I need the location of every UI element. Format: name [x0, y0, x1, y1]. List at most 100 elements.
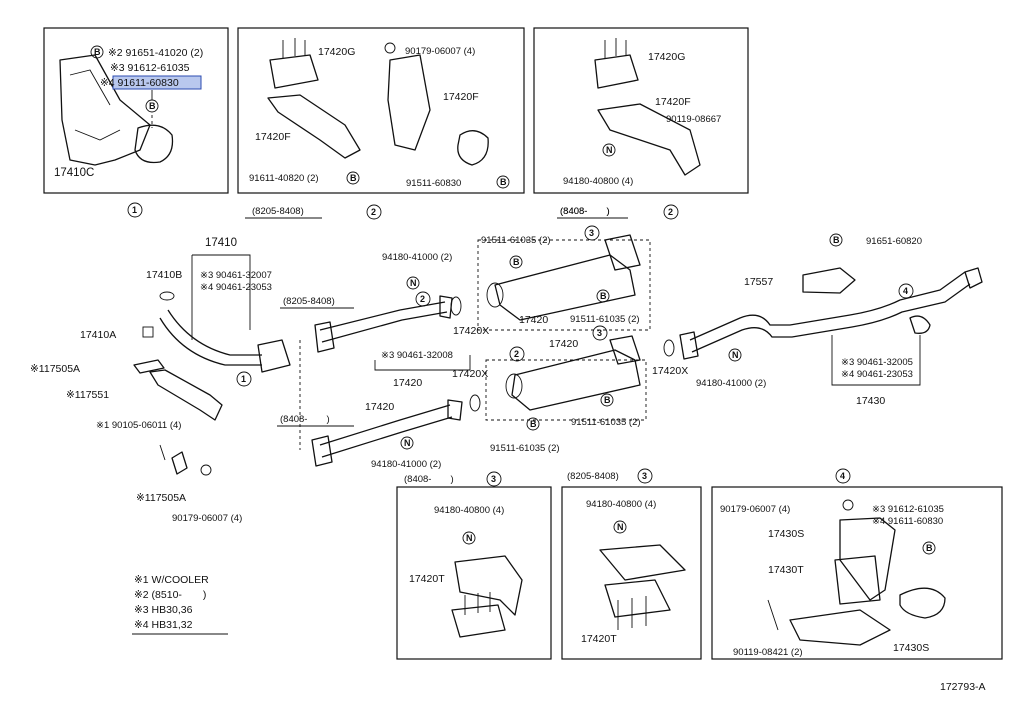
label-17410c: 17410C [54, 167, 94, 179]
label-90461-32005: ※3 90461-32005 [841, 357, 913, 368]
label-17430t: 17430T [768, 564, 804, 576]
label-91611-60830-b4: ※4 91611-60830 [872, 516, 943, 527]
label-17410: 17410 [205, 237, 237, 249]
label-90461-32007: ※3 90461-32007 [200, 270, 272, 281]
label-17420-left: 17420 [393, 377, 422, 389]
nut-marker-b3b: N [613, 520, 627, 534]
label-90119-08421: 90119-08421 (2) [733, 647, 803, 658]
label-17420x-right: 17420X [652, 365, 688, 377]
svg-text:4: 4 [903, 286, 908, 296]
label-91511-61035-mid: 91511-61035 (2) [570, 314, 640, 325]
label-8408-top: (8408- ) [560, 206, 610, 217]
svg-text:1: 1 [241, 374, 246, 384]
svg-text:3: 3 [597, 328, 602, 338]
legend-item-1: ※1 W/COOLER [134, 574, 209, 586]
bolt-marker-b4: B [922, 541, 936, 555]
label-17420-low: 17420 [365, 401, 394, 413]
nut-marker-main-right: N [728, 348, 742, 362]
mount-17420t-b3a-drawing [451, 555, 523, 638]
highlight-91611-60830[interactable] [112, 75, 202, 90]
label-17420x-top: 17420X [453, 325, 489, 337]
bolt-marker-main-2: B [596, 289, 610, 303]
label-17420f-left: 17420F [255, 131, 291, 143]
muffler-lower-drawing [485, 335, 675, 421]
label-91612-61035: ※3 91612-61035 [110, 62, 190, 74]
label-94180-41000-low: 94180-41000 (2) [371, 459, 441, 470]
svg-text:B: B [530, 419, 537, 429]
label-17420-top: 17420 [519, 314, 548, 326]
caption-box2: (8205-8408) [252, 206, 304, 217]
bolt-marker-b3: B [346, 171, 360, 185]
nut-marker-main-low: N [400, 436, 414, 450]
label-91651-60820: 91651-60820 [866, 236, 922, 247]
bracket-17410c-drawing [59, 54, 174, 166]
svg-text:1: 1 [132, 205, 137, 215]
label-91511-61035-top: 91511-61035 (2) [481, 235, 551, 246]
bolt-marker-main-4: B [526, 417, 540, 431]
legend-item-4: ※4 HB31,32 [134, 619, 193, 631]
label-91611-40820: 91611-40820 (2) [249, 173, 319, 184]
label-17420t-b3b: 17420T [581, 633, 617, 645]
label-91611-60830[interactable]: ※4 91611-60830 [100, 77, 179, 89]
nut-marker-box3: N [602, 143, 616, 157]
callout-3-b3b: 3 [637, 468, 653, 484]
hanger-17420f-drawing [384, 42, 489, 166]
muffler-upper-drawing [477, 234, 651, 331]
tail-pipe-drawing [679, 267, 983, 360]
svg-text:4: 4 [840, 471, 845, 481]
drawing-number: 172793-A [940, 681, 986, 693]
svg-text:B: B [600, 291, 607, 301]
caption-box3: (8408- ) [560, 206, 610, 217]
label-17420f-box3: 17420F [655, 96, 691, 108]
callout-2-main-mid: 2 [509, 346, 525, 362]
svg-text:N: N [617, 522, 624, 532]
svg-text:N: N [404, 438, 411, 448]
label-17410a: 17410A [80, 329, 116, 341]
label-17410b: 17410B [146, 269, 182, 281]
callout-3-b3a: 3 [486, 471, 502, 487]
label-90105-06011: ※1 90105-06011 (4) [96, 420, 181, 431]
label-17420f-right: 17420F [443, 91, 479, 103]
label-94180-41000-top: 94180-41000 (2) [382, 252, 452, 263]
svg-text:3: 3 [642, 471, 647, 481]
label-17420g: 17420G [318, 46, 355, 58]
label-17420t-b3a: 17420T [409, 573, 445, 585]
svg-text:2: 2 [371, 207, 376, 217]
inset-box-3 [533, 27, 749, 194]
caption-b3b: (8205-8408) [567, 471, 619, 482]
callout-4-main: 4 [898, 283, 914, 299]
label-90119-08667: 90119-08667 [666, 114, 721, 125]
label-91511-60830: 91511-60830 [406, 178, 461, 189]
mount-17420g-box3-drawing [594, 38, 701, 176]
svg-text:3: 3 [491, 474, 496, 484]
label-94180-40800-b3b: 94180-40800 (4) [586, 499, 656, 510]
bolt-marker-b2: B [145, 99, 159, 113]
bolt-marker-main-1: B [509, 255, 523, 269]
svg-text:B: B [94, 47, 101, 57]
label-91511-61035-low1: 91511-61035 (2) [490, 443, 560, 454]
label-91651-41020: ※2 91651-41020 (2) [108, 47, 203, 59]
callout-3-main-mid: 3 [592, 325, 608, 341]
label-90179-06007-box2: 90179-06007 (4) [405, 46, 475, 57]
legend: ※1 W/COOLER ※2 (8510- ) ※3 HB30,36 ※4 HB… [132, 574, 228, 635]
svg-text:N: N [732, 350, 739, 360]
svg-text:N: N [466, 533, 473, 543]
bolt-marker-b4: B [496, 175, 510, 189]
bolt-marker-main-3: B [600, 393, 614, 407]
label-91511-61035-low2: 91511-61035 (2) [571, 417, 641, 428]
label-17557: 17557 [744, 276, 773, 288]
legend-item-2: ※2 (8510- ) [134, 589, 206, 601]
label-90179-06007-b4: 90179-06007 (4) [720, 504, 790, 515]
callout-3-main-top: 3 [584, 225, 600, 241]
label-17430s-top: 17430S [768, 528, 804, 540]
svg-text:2: 2 [420, 294, 425, 304]
inset-box-1 [43, 27, 229, 194]
mount-17420t-b3b-drawing [599, 544, 686, 630]
bolt-marker-b1: B [90, 45, 104, 59]
label-8408-left: (8408- ) [280, 414, 330, 425]
label-117505a-top: ※117505A [30, 363, 80, 375]
bracket-117551-drawing [133, 359, 223, 476]
legend-item-3: ※3 HB30,36 [134, 604, 193, 616]
svg-text:N: N [410, 278, 417, 288]
